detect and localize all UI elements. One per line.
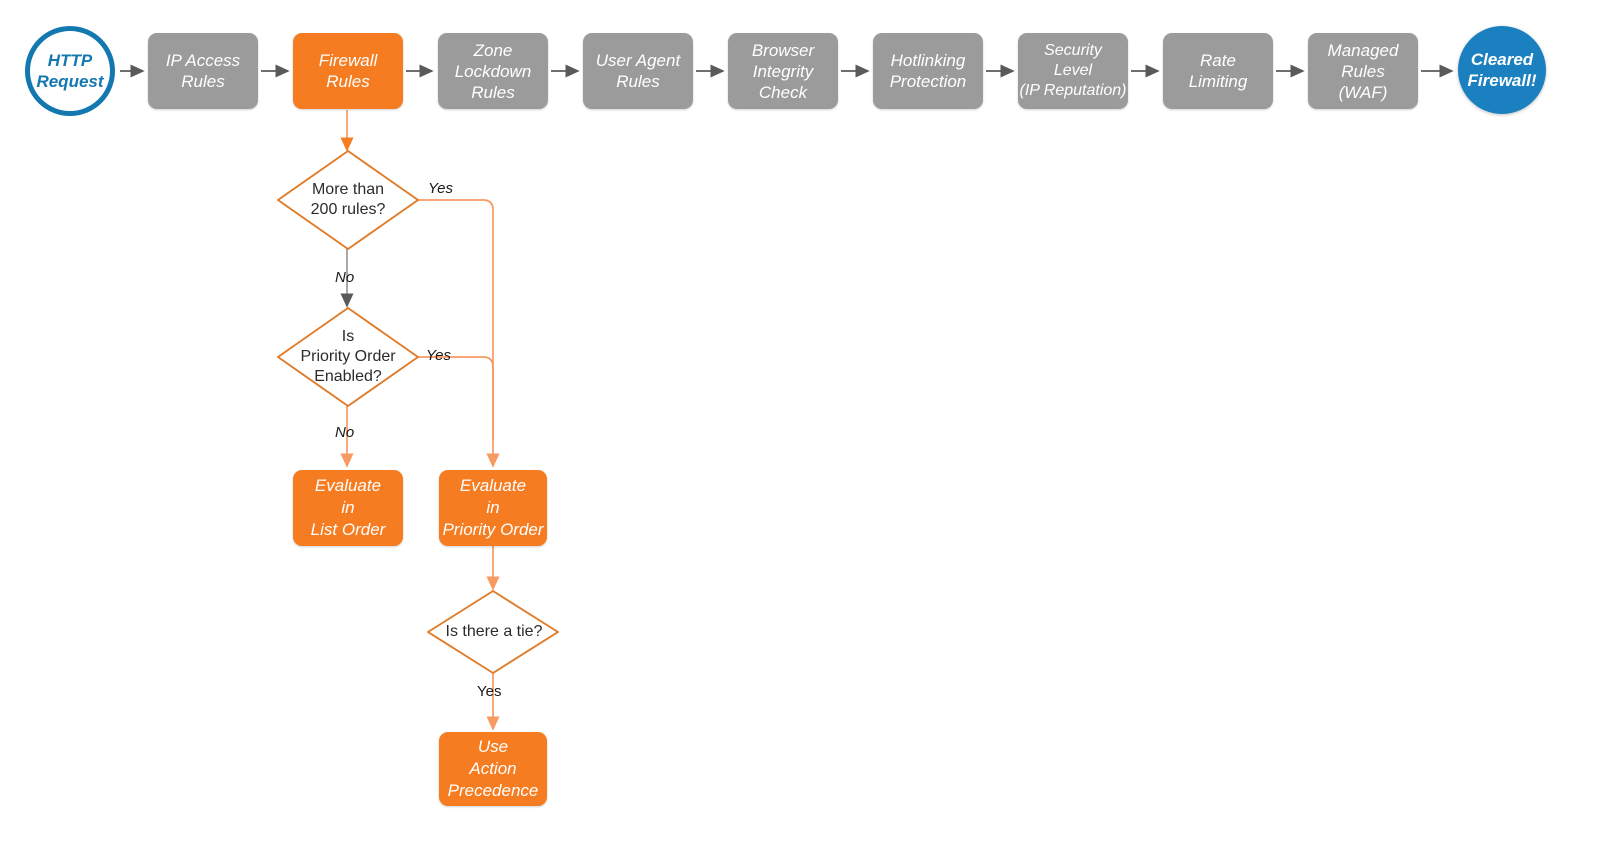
node-zone-lockdown-rules[interactable]: Zone Lockdown Rules — [438, 33, 548, 109]
node-firewall-rules[interactable]: Firewall Rules — [293, 33, 403, 109]
node-browser-integrity-check[interactable]: Browser Integrity Check — [728, 33, 838, 109]
node-hotlinking-protection-label: Hotlinking Protection — [889, 51, 967, 91]
decision-more-than-200-rules[interactable]: More than 200 rules? — [283, 170, 413, 230]
node-firewall-rules-label: Firewall Rules — [318, 51, 378, 91]
node-cleared-firewall[interactable]: Cleared Firewall! — [1458, 26, 1546, 114]
node-security-level[interactable]: Security Level (IP Reputation) — [1018, 33, 1128, 109]
node-managed-rules-waf-label: Managed Rules (WAF) — [1327, 40, 1399, 102]
node-ip-access-rules-label: IP Access Rules — [165, 51, 241, 91]
edge-label-yes-priority-enabled: Yes — [426, 347, 452, 364]
diamond-is-priority-order-enabled — [277, 307, 419, 407]
edge-label-no-priority-enabled: No — [335, 424, 355, 441]
decision-is-there-a-tie[interactable]: Is there a tie? — [428, 614, 560, 650]
outcome-evaluate-in-list-order[interactable]: Evaluate in List Order — [293, 470, 403, 546]
node-browser-integrity-check-label: Browser Integrity Check — [751, 40, 815, 102]
decision-is-priority-order-enabled[interactable]: Is Priority Order Enabled? — [278, 325, 418, 389]
outcome-evaluate-in-priority-order[interactable]: Evaluate in Priority Order — [439, 470, 547, 546]
node-hotlinking-protection[interactable]: Hotlinking Protection — [873, 33, 983, 109]
node-user-agent-rules[interactable]: User Agent Rules — [583, 33, 693, 109]
decision-more-than-200-rules-label: More than 200 rules? — [310, 181, 386, 218]
node-managed-rules-waf[interactable]: Managed Rules (WAF) — [1308, 33, 1418, 109]
decision-is-priority-order-enabled-label: Is Priority Order Enabled? — [300, 328, 396, 385]
node-rate-limiting[interactable]: Rate Limiting — [1163, 33, 1273, 109]
node-user-agent-rules-label: User Agent Rules — [595, 51, 681, 91]
outcome-use-action-precedence[interactable]: Use Action Precedence — [439, 732, 547, 806]
node-http-request-label: HTTP Request — [36, 51, 104, 91]
edge-label-no-more-than-200: No — [335, 269, 355, 286]
node-ip-access-rules[interactable]: IP Access Rules — [148, 33, 258, 109]
node-rate-limiting-label: Rate Limiting — [1188, 51, 1248, 91]
decision-shapes — [277, 150, 559, 674]
node-security-level-label: Security Level (IP Reputation) — [1019, 42, 1127, 99]
decision-is-there-a-tie-label: Is there a tie? — [445, 623, 543, 640]
edge-label-yes-tie: Yes — [477, 683, 502, 700]
outcome-evaluate-in-priority-order-label: Evaluate in Priority Order — [442, 476, 544, 539]
diamond-is-there-a-tie — [427, 590, 559, 674]
node-http-request[interactable]: HTTP Request — [25, 26, 115, 116]
outcome-evaluate-in-list-order-label: Evaluate in List Order — [310, 476, 386, 539]
edge-more-than-200-yes — [418, 199, 500, 468]
node-cleared-firewall-label: Cleared Firewall! — [1467, 50, 1537, 90]
diamond-more-than-200-rules — [277, 150, 419, 250]
edge-label-yes-more-than-200: Yes — [428, 180, 454, 197]
edge-priority-enabled-yes — [418, 356, 494, 440]
node-zone-lockdown-rules-label: Zone Lockdown Rules — [454, 40, 532, 102]
outcome-use-action-precedence-label: Use Action Precedence — [447, 737, 539, 800]
